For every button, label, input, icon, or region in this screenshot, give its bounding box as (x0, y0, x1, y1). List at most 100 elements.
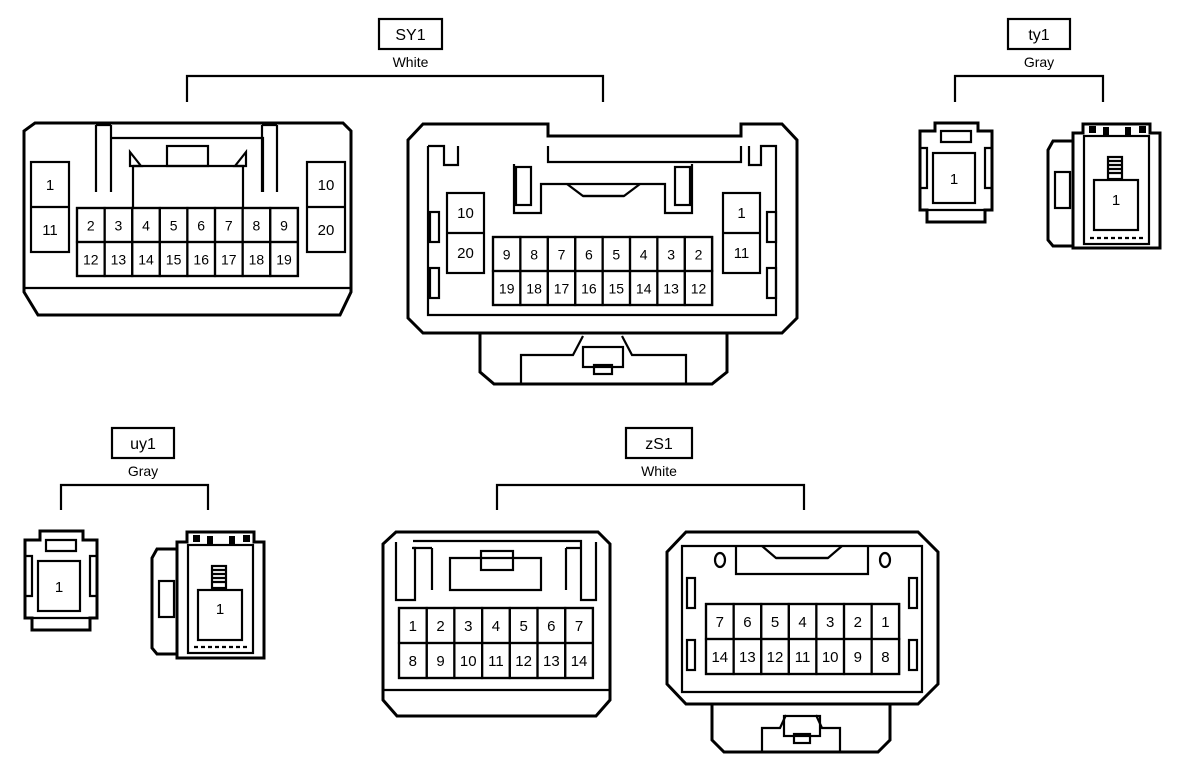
connector-zs1-label: zS1 (645, 436, 673, 453)
connector-sy1-female-pin: 5 (170, 218, 178, 234)
connector-zs1-male-pin: 10 (822, 649, 839, 666)
connector-sy1-female-pin: 13 (111, 252, 127, 268)
connector-sy1-male-pin: 15 (609, 281, 625, 297)
connector-uy1-color: Gray (128, 463, 158, 479)
connector-ty1-label: ty1 (1028, 27, 1049, 44)
connector-sy1-female-pin: 2 (87, 218, 95, 234)
connector-uy1-female: 1 (23, 529, 99, 632)
connector-sy1-male-pin: 18 (526, 281, 542, 297)
connector-sy1-male-pin: 16 (581, 281, 597, 297)
connector-uy1-label: uy1 (130, 436, 156, 453)
connector-zs1-label-box (624, 426, 694, 460)
connector-zs1-color: White (641, 463, 677, 479)
connector-sy1-female-pin: 3 (115, 218, 123, 234)
connector-zs1-male-pin: 12 (767, 649, 784, 666)
connector-sy1-female-pin: 1 (46, 177, 54, 194)
connector-zs1-male-pin: 8 (881, 649, 889, 666)
connector-sy1-female-pin-cell (269, 240, 299, 278)
connector-zs1-male-pin: 4 (798, 614, 806, 631)
connector-zs1-female-pin: 14 (571, 653, 588, 670)
connector-ty1-female: 1 (918, 121, 994, 224)
connector-zs1-female-pin: 1 (409, 618, 417, 635)
connector-sy1-female-pin: 7 (225, 218, 233, 234)
connector-sy1-male-pin: 3 (667, 247, 675, 263)
connector-zs1-female-pin-cell (564, 641, 595, 680)
connector-sy1-male-pin: 6 (585, 247, 593, 263)
connector-zs1-male-pin: 14 (711, 649, 728, 666)
connector-sy1-male-pin: 1 (737, 205, 745, 222)
connector-sy1-female-pin: 8 (253, 218, 261, 234)
connector-zs1-male-pin: 5 (771, 614, 779, 631)
connector-zs1-male-pin: 11 (795, 649, 811, 666)
connector-zs1-female-pin: 3 (464, 618, 472, 635)
connector-zs1-female-pin: 9 (436, 653, 444, 670)
connector-zs1-female-pin: 10 (460, 653, 477, 670)
connector-sy1-female-pin: 10 (318, 177, 335, 194)
connector-sy1-male-pin: 10 (457, 205, 474, 222)
connector-sy1-male-pin: 5 (612, 247, 620, 263)
connector-uy1-label-box (110, 426, 176, 460)
connector-zs1-female-pin: 11 (488, 653, 504, 670)
connector-sy1-male-pin: 8 (530, 247, 538, 263)
connector-ty1-bracket (953, 74, 1105, 102)
connector-sy1-male-pin: 9 (503, 247, 511, 263)
connector-sy1: SY1 White 111102021231341451561671781891… (22, 17, 799, 386)
connector-ty1-female-pin: 1 (950, 171, 958, 188)
connector-sy1-male-pin: 19 (499, 281, 515, 297)
connector-sy1-female-pin: 9 (280, 218, 288, 234)
connector-zs1-female-pin: 5 (519, 618, 527, 635)
connector-sy1-female-pin: 12 (83, 252, 99, 268)
connector-sy1-male-pin-cell (683, 269, 714, 307)
connector-uy1: uy1 Gray 1 1 (23, 426, 266, 660)
connector-ty1: ty1 Gray 1 1 (918, 17, 1162, 250)
connector-zs1-female-pin: 12 (515, 653, 532, 670)
connector-sy1-female-pin: 17 (221, 252, 237, 268)
connector-sy1-male-pin: 11 (734, 245, 750, 262)
connector-sy1-bracket (185, 74, 605, 102)
connector-sy1-female-pin: 11 (42, 222, 58, 239)
connector-zs1-male-pin: 3 (826, 614, 834, 631)
connector-zs1-male-pin: 6 (743, 614, 751, 631)
connector-sy1-female-pin: 19 (276, 252, 292, 268)
connector-zs1-male-pin: 7 (716, 614, 724, 631)
connector-sy1-label: SY1 (395, 27, 425, 44)
connector-zs1-female-pin: 2 (436, 618, 444, 635)
connector-sy1-label-box (377, 17, 444, 51)
connector-sy1-male-pin: 17 (554, 281, 570, 297)
connector-zs1-female-pin: 4 (492, 618, 500, 635)
connector-sy1-male-pin: 7 (558, 247, 566, 263)
connector-zs1-male-pin: 2 (854, 614, 862, 631)
connector-ty1-color: Gray (1024, 54, 1054, 70)
connector-uy1-bracket (59, 483, 210, 510)
connector-zs1-female-pin: 6 (547, 618, 555, 635)
connector-sy1-male-pin: 13 (663, 281, 679, 297)
connector-sy1-male-pin: 4 (640, 247, 648, 263)
connector-ty1-label-box (1006, 17, 1072, 51)
connector-uy1-male-pin: 1 (216, 601, 224, 618)
connector-sy1-male-pin: 20 (457, 245, 474, 262)
connector-zs1-male-pin-cell (870, 637, 901, 676)
connector-sy1-female-pin: 16 (193, 252, 209, 268)
connector-zs1-female-pin: 13 (543, 653, 560, 670)
connector-zs1-female-pin: 8 (409, 653, 417, 670)
connector-sy1-female-pin: 6 (197, 218, 205, 234)
connector-ty1-male: 1 (1046, 122, 1162, 250)
connector-uy1-male: 1 (150, 530, 266, 660)
connector-sy1-female-pin: 4 (142, 218, 150, 234)
connector-sy1-male-pin: 14 (636, 281, 652, 297)
connector-sy1-male-pin: 2 (695, 247, 703, 263)
connector-sy1-male-pin: 12 (691, 281, 707, 297)
connector-sy1-female-pin: 15 (166, 252, 182, 268)
connector-ty1-male-pin: 1 (1112, 192, 1120, 209)
connector-sy1-female-pin: 18 (249, 252, 265, 268)
connector-zs1-male-pin: 1 (881, 614, 889, 631)
connector-zs1-bracket (495, 483, 806, 510)
connector-zs1-female-pin: 7 (575, 618, 583, 635)
connector-zs1-male-pin: 13 (739, 649, 756, 666)
